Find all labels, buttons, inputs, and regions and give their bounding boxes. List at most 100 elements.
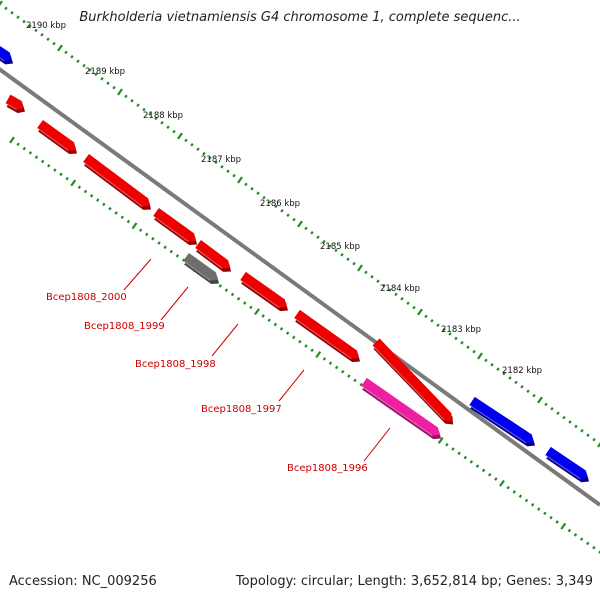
inner-tick-mark <box>34 155 39 159</box>
inner-tick-mark <box>47 163 51 168</box>
inner-tick-mark <box>475 464 480 468</box>
outer-tick-mark <box>214 160 218 165</box>
inner-tick-ring <box>9 136 600 554</box>
outer-tick-mark <box>436 323 440 327</box>
inner-tick-mark <box>328 361 333 365</box>
inner-tick-mark <box>114 211 118 215</box>
genome-stats-text: Topology: circular; Length: 3,652,814 bp… <box>235 574 593 589</box>
inner-tick-mark <box>224 288 229 292</box>
outer-tick-mark <box>514 380 518 385</box>
tick-label: 2190 kbp <box>26 21 66 31</box>
outer-tick-mark <box>274 204 278 209</box>
inner-tick-mark <box>298 339 302 344</box>
inner-tick-mark <box>138 228 143 232</box>
outer-tick-mark <box>544 402 548 407</box>
inner-tick-mark <box>181 258 186 262</box>
inner-tick-mark <box>592 545 596 550</box>
inner-tick-mark <box>341 369 345 374</box>
outer-tick-mark <box>46 37 50 41</box>
outer-tick-mark <box>490 363 494 367</box>
outer-tick-mark <box>70 55 74 59</box>
gene-label[interactable]: Bcep1808_1998 <box>135 359 216 370</box>
inner-tick-mark <box>230 292 235 297</box>
outer-tick-mark <box>466 345 470 349</box>
gene-label[interactable]: Bcep1808_1996 <box>287 463 368 474</box>
outer-tick-mark <box>142 107 146 112</box>
inner-tick-mark <box>445 442 449 447</box>
gene-label[interactable]: Bcep1808_1997 <box>201 404 282 415</box>
outer-tick-mark <box>220 165 224 169</box>
inner-tick-mark <box>543 511 547 516</box>
outer-tick-ring <box>0 0 600 448</box>
inner-tick-mark <box>481 468 486 473</box>
inner-tick-mark <box>28 151 33 155</box>
inner-tick-mark <box>120 215 124 220</box>
gene-arrow <box>152 207 198 246</box>
outer-tick-mark <box>297 220 303 228</box>
inner-tick-mark <box>83 189 88 194</box>
gene-label[interactable]: Bcep1808_1999 <box>84 321 165 332</box>
inner-tick-mark <box>567 528 572 533</box>
outer-tick-mark <box>124 94 128 99</box>
outer-tick-mark <box>412 305 416 310</box>
outer-tick-mark <box>160 121 164 125</box>
outer-tick-mark <box>417 308 423 316</box>
outer-tick-mark <box>208 156 212 160</box>
outer-tick-mark <box>237 176 243 184</box>
inner-tick-mark <box>249 305 253 310</box>
gene-arrow <box>5 94 26 114</box>
outer-tick-mark <box>52 41 56 46</box>
inner-tick-mark <box>494 477 498 481</box>
outer-tick-mark <box>376 279 380 283</box>
outer-tick-mark <box>250 187 254 191</box>
inner-tick-mark <box>243 301 247 305</box>
outer-tick-mark <box>460 341 464 345</box>
outer-tick-mark <box>574 424 578 429</box>
outer-tick-mark <box>400 297 404 301</box>
outer-tick-mark <box>262 195 266 200</box>
inner-tick-mark <box>334 365 339 370</box>
inner-tick-mark <box>488 472 492 477</box>
inner-tick-mark <box>579 537 584 541</box>
inner-tick-mark <box>304 344 308 348</box>
inner-tick-mark <box>126 219 131 224</box>
outer-tick-mark <box>580 429 584 433</box>
outer-tick-mark <box>292 217 296 222</box>
outer-tick-mark <box>190 143 194 147</box>
accession-text: Accession: NC_009256 <box>9 574 157 589</box>
inner-tick-mark <box>555 520 559 524</box>
outer-tick-mark <box>472 349 476 354</box>
outer-tick-mark <box>0 0 3 6</box>
gene-arrow <box>182 252 220 285</box>
gene-arrow <box>82 154 152 210</box>
label-leader-line <box>363 427 391 462</box>
gene-arrow <box>239 271 289 312</box>
outer-tick-mark <box>172 129 176 134</box>
outer-tick-mark <box>568 420 572 424</box>
gene-arrow <box>194 240 232 272</box>
outer-tick-mark <box>202 151 206 156</box>
inner-tick-mark <box>285 331 290 335</box>
outer-tick-mark <box>322 239 326 244</box>
inner-tick-mark <box>22 146 26 151</box>
outer-tick-mark <box>82 63 86 68</box>
gene-label[interactable]: Bcep1808_2000 <box>46 292 127 303</box>
tick-label: 2182 kbp <box>502 366 542 376</box>
outer-tick-mark <box>364 270 368 275</box>
inner-tick-mark <box>560 522 567 530</box>
outer-tick-mark <box>57 44 63 52</box>
outer-tick-mark <box>22 19 26 24</box>
label-leader-line <box>123 258 152 291</box>
outer-tick-mark <box>430 319 434 323</box>
gene-arrow <box>468 396 536 447</box>
outer-tick-mark <box>280 209 284 213</box>
inner-tick-mark <box>573 533 578 537</box>
inner-tick-mark <box>499 479 505 487</box>
inner-tick-mark <box>310 348 314 353</box>
inner-tick-mark <box>151 236 155 241</box>
outer-tick-mark <box>556 411 560 415</box>
inner-tick-mark <box>59 172 63 177</box>
outer-tick-mark <box>597 442 600 448</box>
outer-tick-mark <box>496 367 500 371</box>
inner-tick-mark <box>145 232 149 237</box>
